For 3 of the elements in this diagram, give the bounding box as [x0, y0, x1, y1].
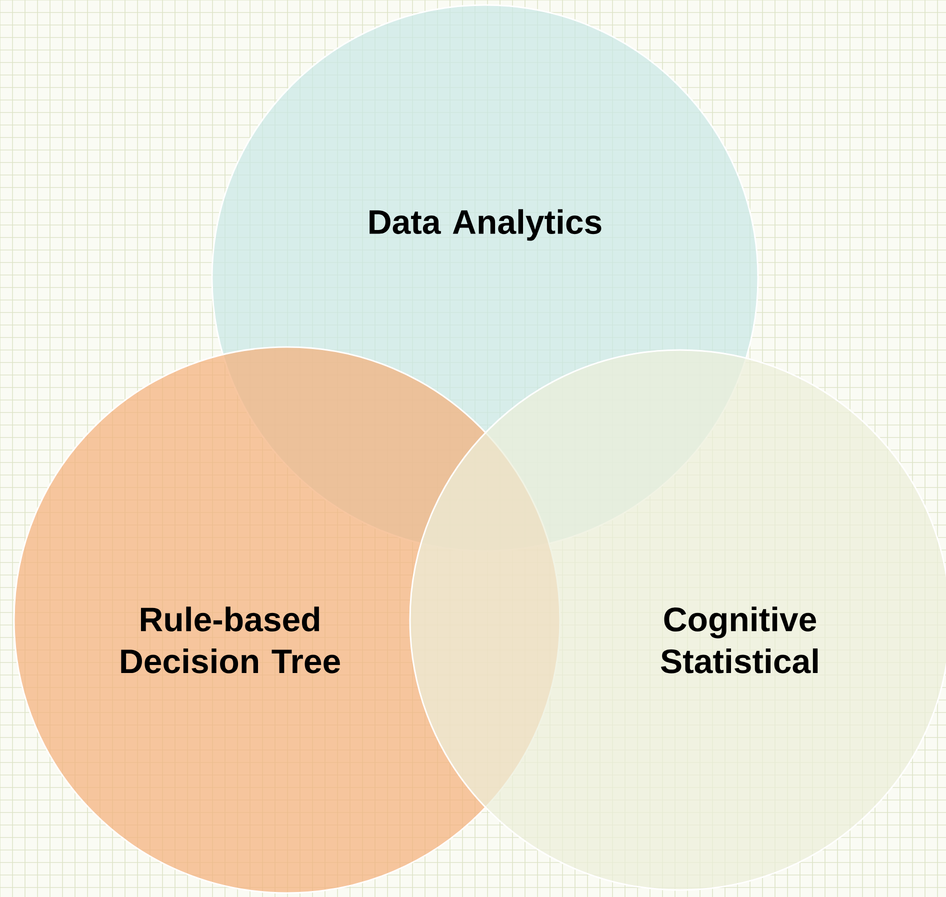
circle-label: Rule-based Decision Tree — [121, 606, 340, 674]
circle-label: Data Analytics — [370, 209, 602, 241]
circle-label: Cognitive Statistical — [660, 606, 818, 674]
